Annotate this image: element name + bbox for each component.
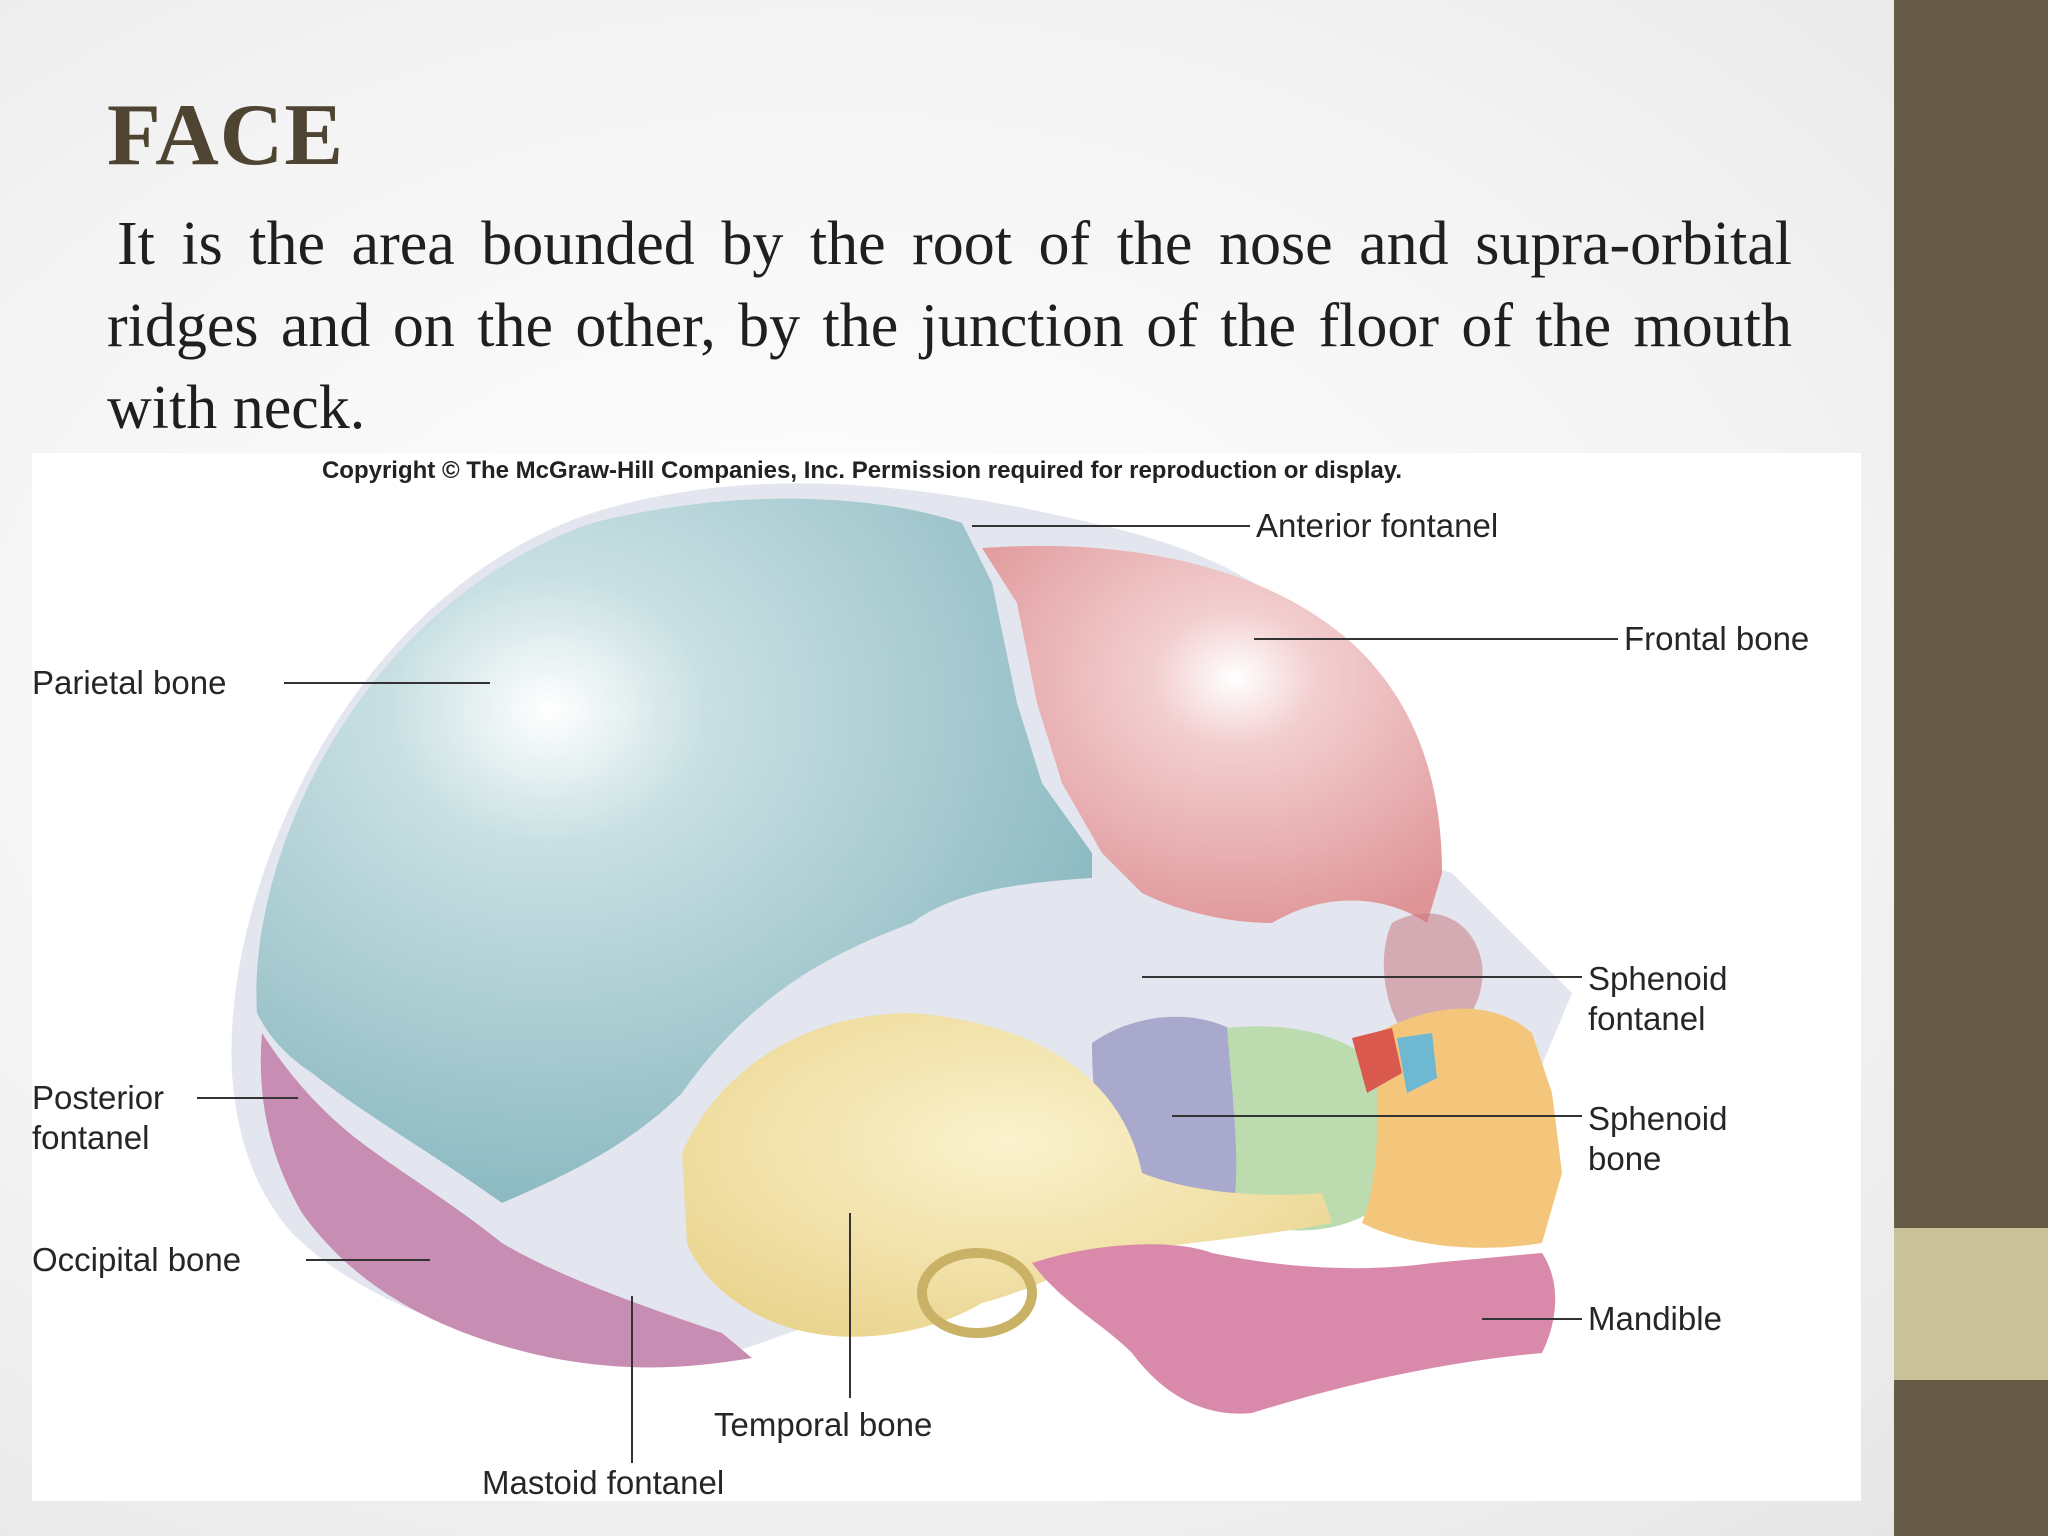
- skull-figure: Copyright © The McGraw-Hill Companies, I…: [32, 453, 1861, 1501]
- leader-lines: [197, 525, 1618, 1463]
- label-sphenoid-bone-line1: Sphenoid: [1588, 1100, 1728, 1137]
- mandible-bone: [1032, 1244, 1556, 1414]
- temporal-bone: [682, 1013, 1332, 1337]
- label-occipital-bone: Occipital bone: [32, 1241, 242, 1278]
- side-accent-bar: [1894, 1228, 2048, 1380]
- nasal-bone-red: [1352, 1028, 1402, 1093]
- label-temporal-bone: Temporal bone: [714, 1406, 933, 1443]
- label-posterior-fontanel-line2: fontanel: [32, 1119, 150, 1156]
- slide-body-text: It is the area bounded by the root of th…: [107, 210, 1792, 442]
- slide-title: FACE: [107, 87, 345, 184]
- copyright-notice: Copyright © The McGraw-Hill Companies, I…: [321, 457, 1403, 484]
- label-sphenoid-fontanel-line1: Sphenoid: [1588, 960, 1728, 997]
- frontal-bone: [982, 545, 1442, 923]
- occipital-bone: [260, 1033, 752, 1368]
- label-frontal-bone: Frontal bone: [1624, 620, 1810, 657]
- label-mastoid-fontanel: Mastoid fontanel: [482, 1464, 725, 1501]
- label-anterior-fontanel: Anterior fontanel: [1256, 507, 1499, 544]
- label-parietal-bone: Parietal bone: [32, 664, 227, 701]
- label-posterior-fontanel-line1: Posterior: [32, 1079, 165, 1116]
- label-sphenoid-bone-line2: bone: [1588, 1140, 1662, 1177]
- zygomatic-bone: [1227, 1026, 1402, 1231]
- label-mandible: Mandible: [1588, 1300, 1722, 1337]
- nasal-bone-blue: [1397, 1033, 1437, 1093]
- ear-canal: [917, 1248, 1037, 1338]
- skull-illustration: [197, 483, 1618, 1463]
- parietal-bone: [256, 498, 1092, 1203]
- label-sphenoid-fontanel-line2: fontanel: [1588, 1000, 1706, 1037]
